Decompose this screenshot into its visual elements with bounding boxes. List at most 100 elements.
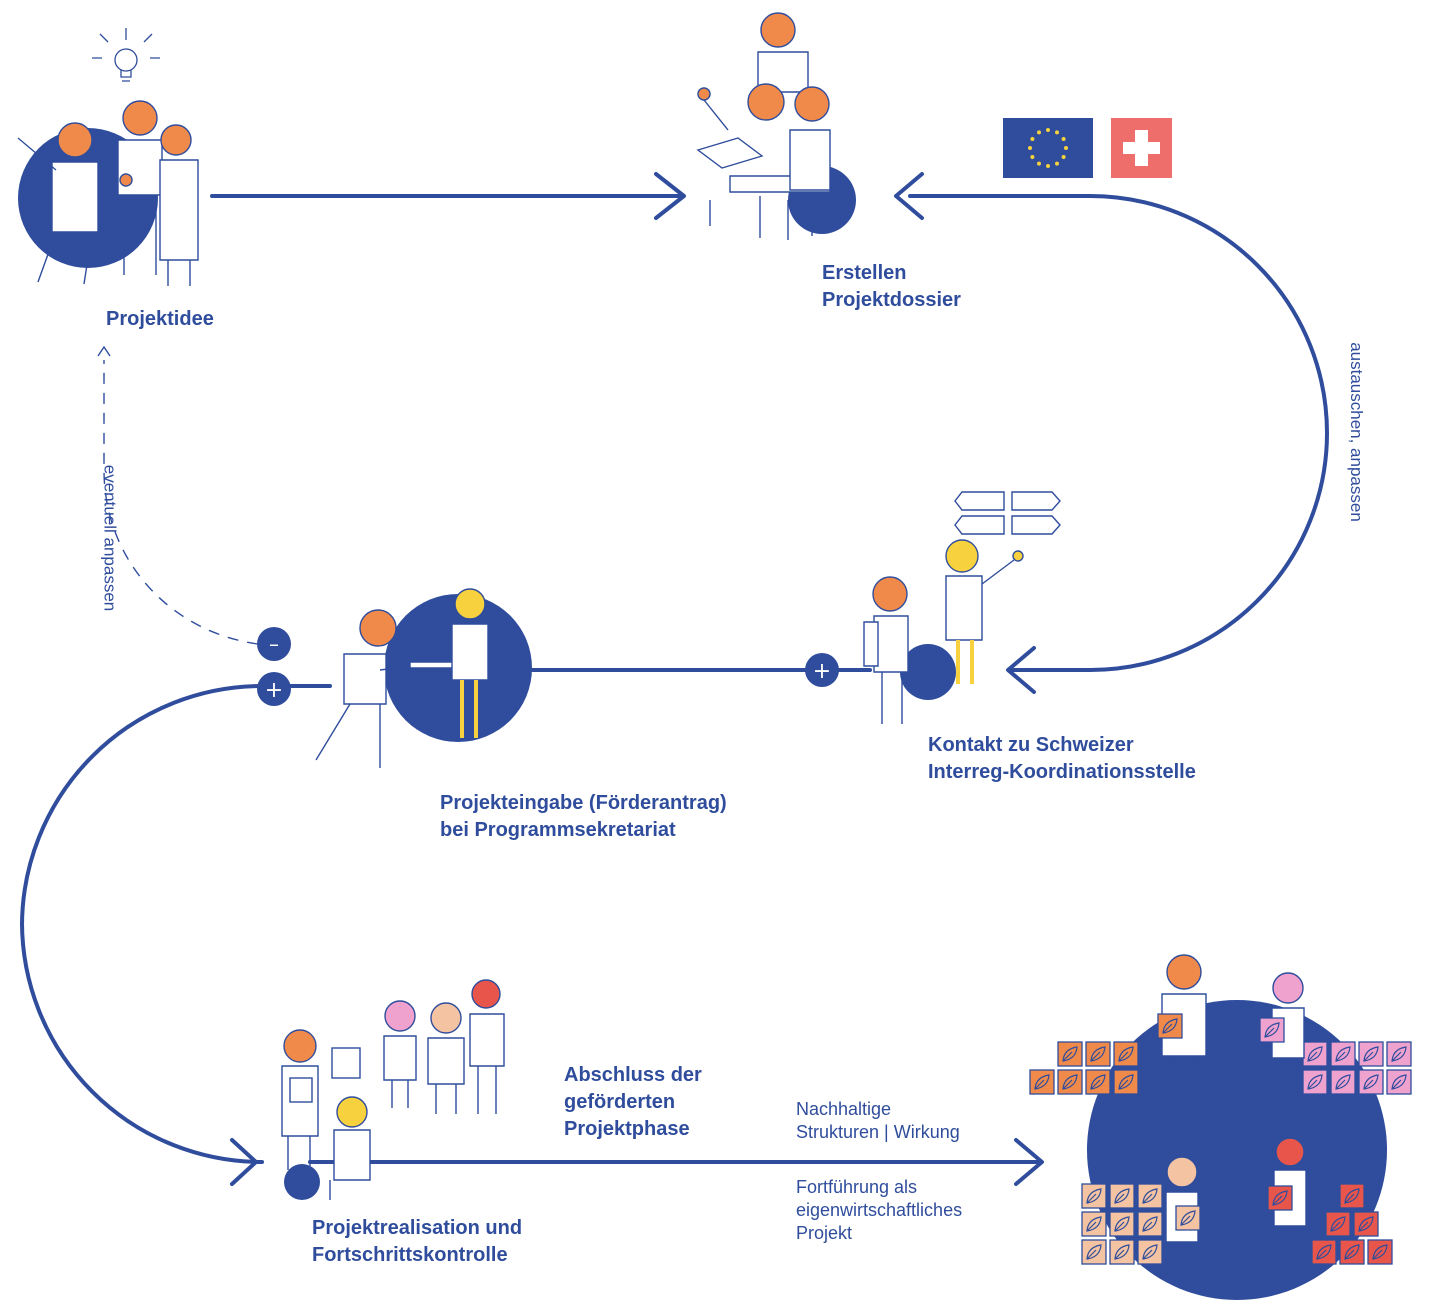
label-line: Fortschrittskontrolle [312, 1244, 508, 1266]
leaf-crate-icon [1302, 1069, 1328, 1095]
label-line: Interreg-Koordinationsstelle [928, 761, 1196, 783]
leaf-crate-icon [1358, 1069, 1384, 1095]
arrowhead-completion [1014, 1138, 1044, 1186]
eu-star-icon [1046, 128, 1050, 132]
leaf-crate-icon [1057, 1069, 1083, 1095]
people-idea [17, 100, 199, 286]
note-line: Fortführung als [796, 1177, 918, 1197]
leaf-crate-icon [1330, 1069, 1356, 1095]
flow-connectors [20, 172, 1329, 1186]
lightbulb-icon [92, 28, 160, 82]
connector-submission-to-realisation [20, 684, 332, 1164]
connector-exchange-loop [908, 194, 1329, 672]
signpost-icon [954, 491, 1061, 535]
note-line: Strukturen | Wirkung [796, 1122, 960, 1142]
leaf-crate-icon [1057, 1041, 1083, 1067]
leaf-crate-icon [1109, 1183, 1135, 1209]
dashed-arrow-tip [97, 345, 111, 357]
note-line: eigenwirtschaftliches [796, 1200, 963, 1220]
people-observers [383, 979, 505, 1114]
arrowhead-loop-top [894, 172, 924, 220]
note-line: Nachhaltige [796, 1099, 892, 1119]
people-realisation [281, 1029, 371, 1200]
eu-flag-icon [1003, 118, 1093, 178]
realisation-disc [284, 1164, 320, 1200]
eu-star-icon [1061, 155, 1066, 159]
people-completion [1157, 954, 1307, 1280]
leaf-crate-icon [1029, 1069, 1055, 1095]
label-erstellen-projektdossier: Erstellen Projektdossier [822, 260, 961, 314]
leaf-crate-icon [1367, 1239, 1393, 1265]
minus-badge: – [257, 627, 291, 661]
people-submission [315, 588, 489, 768]
eu-star-icon [1037, 130, 1041, 135]
label-line: Projektphase [564, 1118, 690, 1140]
leaf-crate-icon [1109, 1239, 1135, 1265]
leaf-crate-icon [1137, 1183, 1163, 1209]
leaf-crate-icon [1085, 1041, 1111, 1067]
label-projektidee: Projektidee [106, 306, 214, 333]
eu-star-icon [1046, 164, 1050, 168]
eu-star-icon [1055, 130, 1059, 135]
label-line: Kontakt zu Schweizer [928, 734, 1134, 756]
leaf-crate-icon [1339, 1239, 1365, 1265]
label-line: geförderten [564, 1091, 676, 1113]
eu-star-icon [1064, 146, 1068, 150]
leaf-crate-icon [1311, 1239, 1337, 1265]
arrowhead-loop-bottom [1006, 646, 1036, 694]
label-abschluss: Abschluss der geförderten Projektphase [564, 1062, 702, 1143]
leaf-crate-icon [1137, 1239, 1163, 1265]
leaf-crate-icon [1113, 1041, 1139, 1067]
people-dossier [696, 12, 831, 240]
leaf-crate-icon [1137, 1211, 1163, 1237]
dashed-adjust-line [103, 360, 259, 645]
leaf-crate-icon [1109, 1211, 1135, 1237]
eu-star-icon [1030, 155, 1035, 159]
leaf-crate-icon [1386, 1041, 1412, 1067]
leaf-crate-icon [1330, 1041, 1356, 1067]
leaf-crate-icon [1302, 1041, 1328, 1067]
label-line: Erstellen [822, 262, 907, 284]
people-contact [863, 539, 1024, 724]
contact-disc [900, 644, 956, 700]
plus-badge-submission: + [257, 672, 291, 706]
note-eventuell-anpassen: eventuell anpassen [100, 464, 120, 612]
plus-icon: + [813, 659, 831, 684]
leaf-crate-icon [1113, 1069, 1139, 1095]
leaf-crate-icon [1081, 1183, 1107, 1209]
leaf-crate-icon [1081, 1239, 1107, 1265]
note-line: Projekt [796, 1223, 853, 1243]
label-line: Projekteingabe (Förderantrag) [440, 792, 727, 814]
plus-icon: + [265, 678, 283, 703]
eu-star-icon [1037, 161, 1041, 166]
label-kontakt: Kontakt zu Schweizer Interreg-Koordinati… [928, 732, 1196, 786]
arrowhead-realisation [230, 1138, 258, 1186]
leaf-crate-icon [1386, 1069, 1412, 1095]
label-projekteingabe: Projekteingabe (Förderantrag) bei Progra… [440, 790, 727, 844]
leaf-crate-icon [1358, 1041, 1384, 1067]
leaf-crate-icon [1325, 1211, 1351, 1237]
eu-star-icon [1030, 137, 1035, 141]
arrowhead-dossier [654, 172, 686, 220]
eu-star-icon [1028, 146, 1032, 150]
label-line: bei Programmsekretariat [440, 819, 676, 841]
note-austauschen-anpassen: austauschen, anpassen [1346, 342, 1366, 522]
plus-badge-contact: + [805, 653, 839, 687]
leaf-crate-icon [1353, 1211, 1379, 1237]
eu-star-icon [1061, 137, 1066, 141]
leaf-crate-icon [1085, 1069, 1111, 1095]
label-projektrealisation: Projektrealisation und Fortschrittskontr… [312, 1215, 522, 1269]
label-line: Projektdossier [822, 289, 961, 311]
note-nachhaltige-strukturen: Nachhaltige Strukturen | Wirkung [796, 1098, 960, 1144]
minus-icon: – [269, 632, 279, 656]
crate-stack-peach [1081, 1183, 1163, 1265]
label-line: Abschluss der [564, 1064, 702, 1086]
label-line: Projektrealisation und [312, 1217, 523, 1239]
note-fortfuehrung: Fortführung als eigenwirtschaftliches Pr… [796, 1176, 962, 1245]
swiss-flag-icon [1111, 118, 1172, 178]
leaf-crate-icon [1081, 1211, 1107, 1237]
label-line: Projektidee [106, 308, 214, 330]
leaf-crate-icon [1339, 1183, 1365, 1209]
eu-star-icon [1055, 161, 1059, 166]
